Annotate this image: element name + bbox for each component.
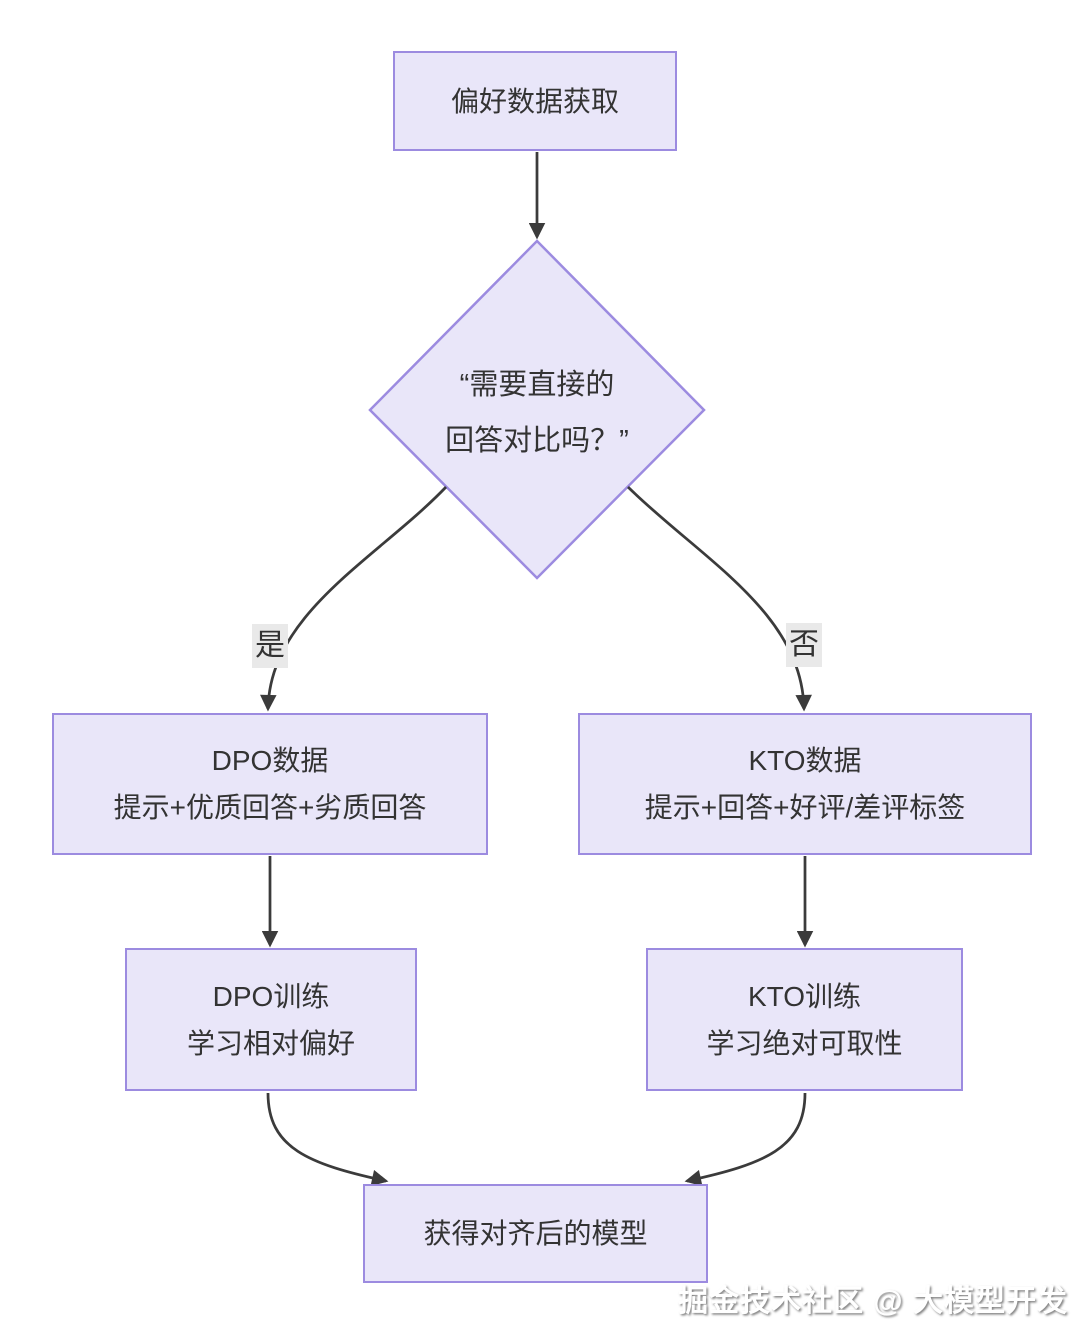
watermark: 掘金技术社区 @ 大模型开发 xyxy=(678,1285,1068,1318)
decision-node-line1: “需要直接的 xyxy=(459,369,615,401)
kto-data-node-subtitle: 提示+回答+好评/差评标签 xyxy=(644,792,966,823)
kto-train-node-subtitle: 学习绝对可取性 xyxy=(706,1027,903,1059)
kto-data-node-title: KTO数据 xyxy=(748,745,862,776)
dpo-data-node-subtitle: 提示+优质回答+劣质回答 xyxy=(113,792,427,823)
result-node: 获得对齐后的模型 xyxy=(363,1184,708,1283)
edge-decision-to-kto-data xyxy=(627,486,812,712)
kto-train-node: KTO训练 学习绝对可取性 xyxy=(646,948,963,1091)
edge-label-yes: 是 xyxy=(252,624,288,668)
edge-dpo-train-to-result xyxy=(266,1092,389,1187)
edge-kto-train-to-result xyxy=(684,1092,807,1187)
dpo-train-node-title: DPO训练 xyxy=(212,980,330,1012)
start-node: 偏好数据获取 xyxy=(393,51,677,151)
edge-label-no: 否 xyxy=(786,623,822,667)
dpo-train-node-subtitle: 学习相对偏好 xyxy=(186,1027,355,1059)
start-node-label: 偏好数据获取 xyxy=(450,85,619,117)
result-node-label: 获得对齐后的模型 xyxy=(423,1218,648,1249)
decision-diamond-shape xyxy=(368,239,706,580)
dpo-data-node: DPO数据 提示+优质回答+劣质回答 xyxy=(52,713,488,855)
kto-train-node-title: KTO训练 xyxy=(747,980,862,1012)
kto-data-node: KTO数据 提示+回答+好评/差评标签 xyxy=(578,713,1032,855)
dpo-train-node: DPO训练 学习相对偏好 xyxy=(125,948,417,1091)
decision-node: “需要直接的 回答对比吗？” xyxy=(372,248,702,578)
dpo-data-node-title: DPO数据 xyxy=(211,745,329,776)
edge-decision-to-dpo-data xyxy=(260,486,447,712)
decision-node-line2: 回答对比吗？” xyxy=(445,425,629,457)
